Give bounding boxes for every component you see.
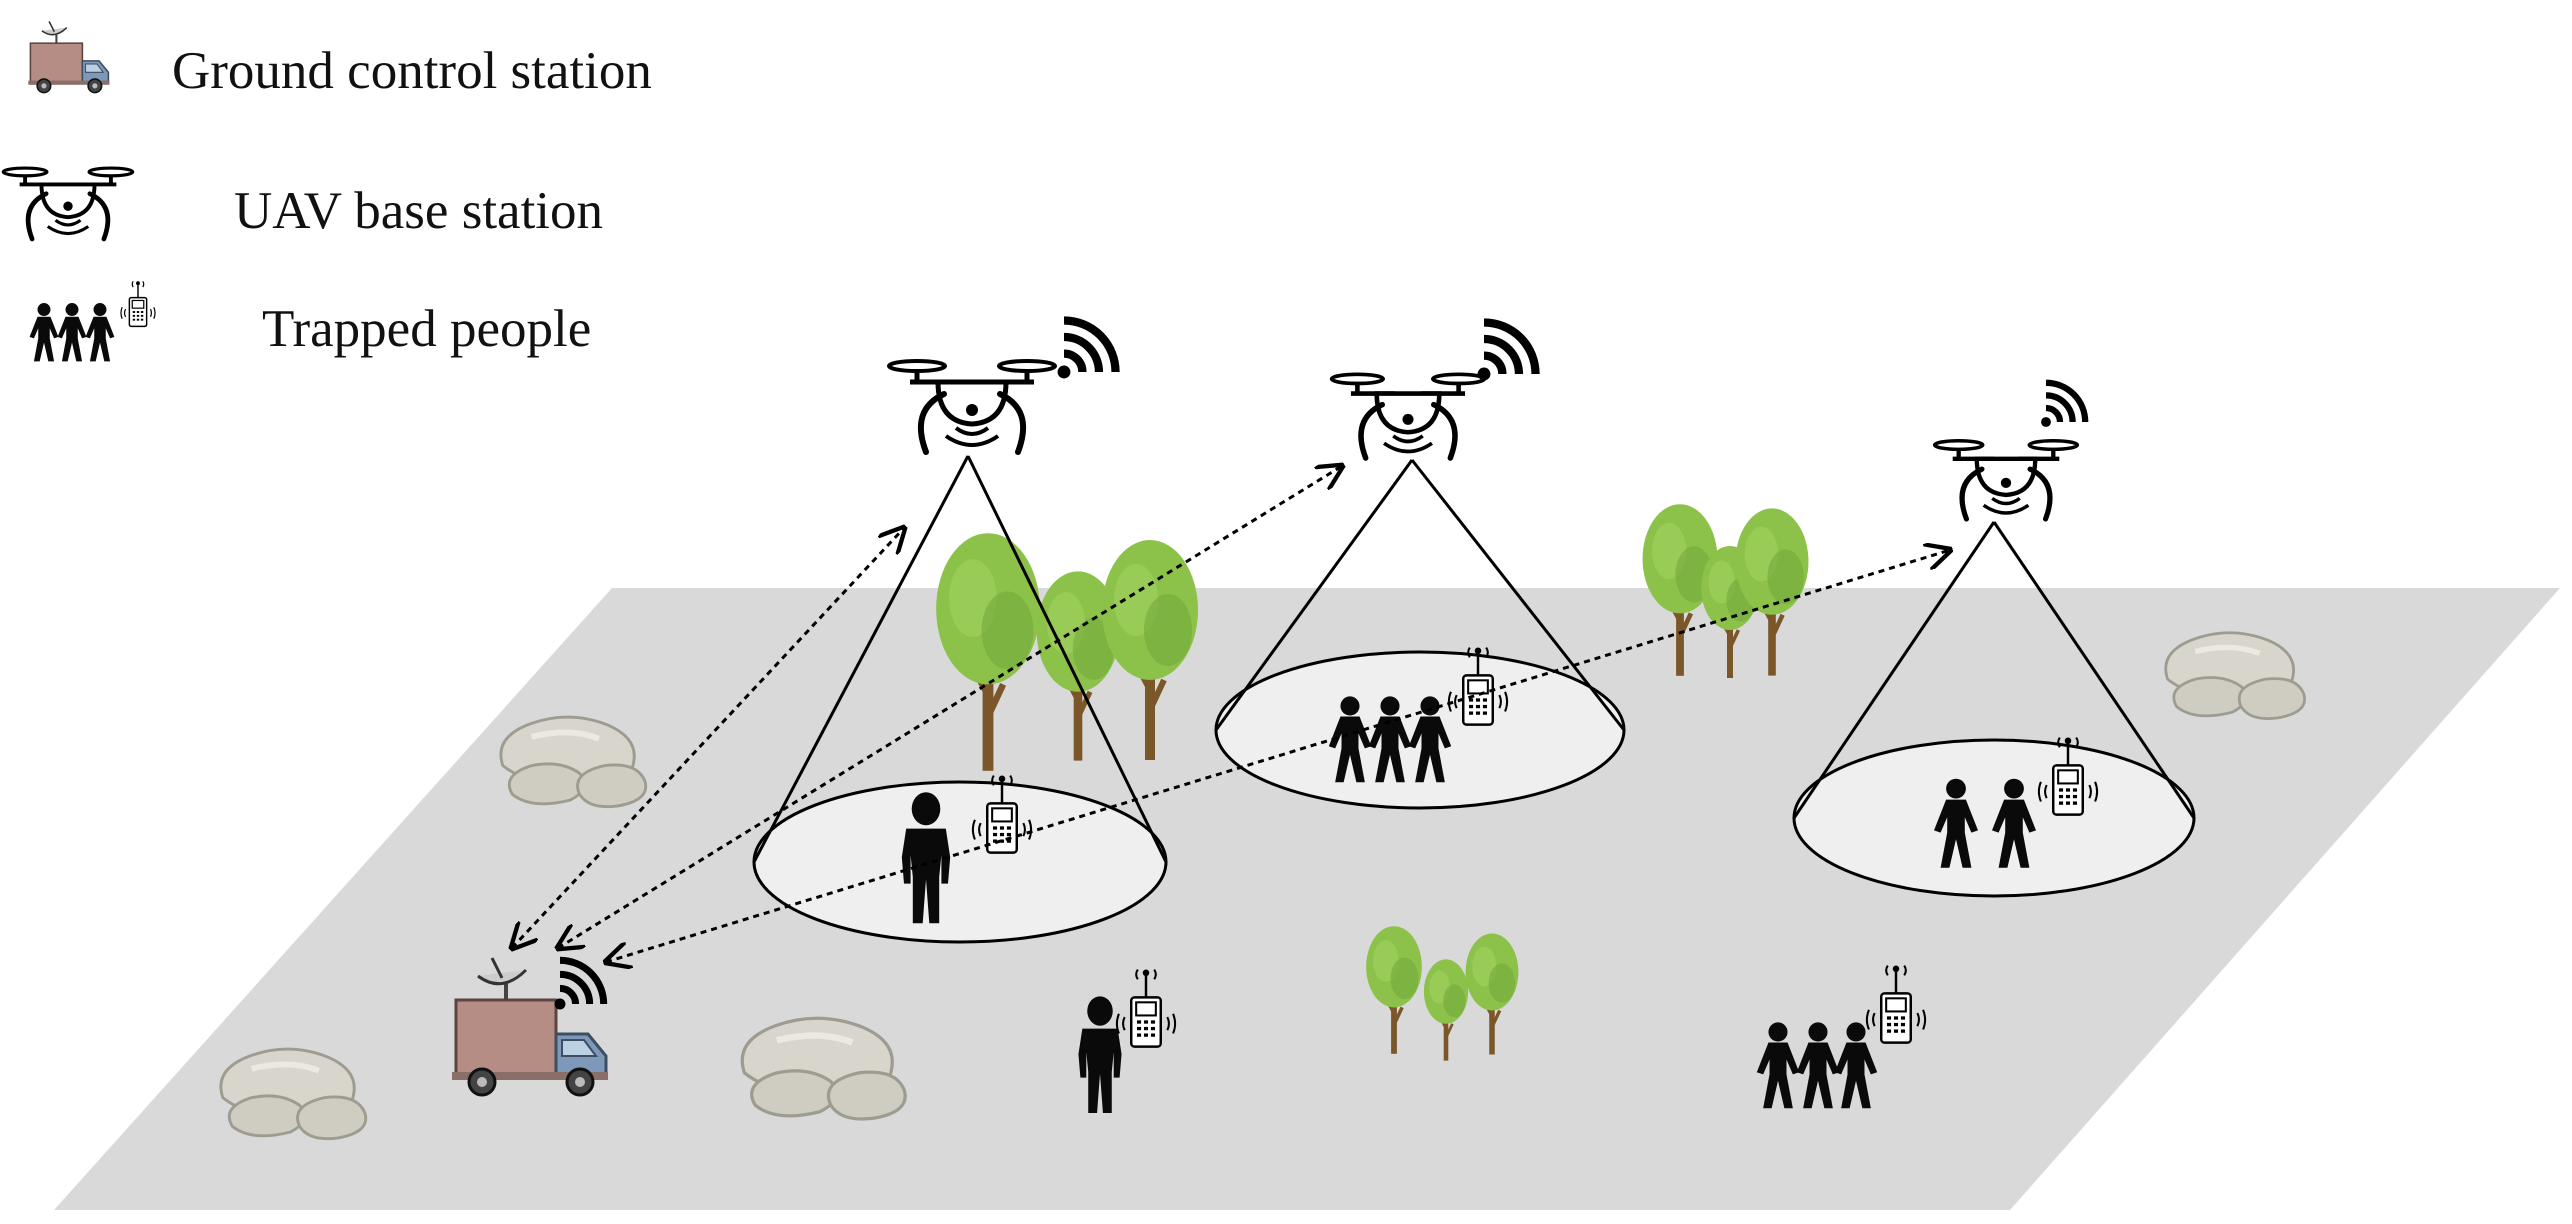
drone-icon — [3, 168, 132, 239]
wifi-signal-icon — [1058, 320, 1116, 378]
uav-base-station-1 — [889, 320, 1116, 452]
legend-label-trapped-people: Trapped people — [262, 300, 591, 358]
legend-item-ground-control-station: Ground control station — [27, 20, 652, 100]
legend-item-trapped-people: Trapped people — [29, 280, 591, 362]
legend-item-uav-base-station: UAV base station — [3, 168, 603, 240]
legend: Ground control station UAV base station … — [3, 20, 652, 362]
drone-icon — [1935, 441, 2078, 519]
wifi-signal-icon — [2041, 383, 2085, 427]
legend-label-uav-base-station: UAV base station — [234, 182, 603, 240]
truck-icon — [27, 20, 111, 94]
link-gcs-uav-3 — [606, 550, 1950, 962]
uav-base-station-2 — [1332, 322, 1536, 458]
drone-icon — [889, 361, 1055, 452]
wifi-signal-icon — [1478, 322, 1536, 380]
legend-label-ground-control-station: Ground control station — [172, 42, 652, 100]
drone-icon — [1332, 374, 1485, 458]
communication-links — [512, 466, 1950, 962]
uav-base-station-3 — [1935, 383, 2086, 519]
people-with-phone-icon — [29, 280, 156, 362]
